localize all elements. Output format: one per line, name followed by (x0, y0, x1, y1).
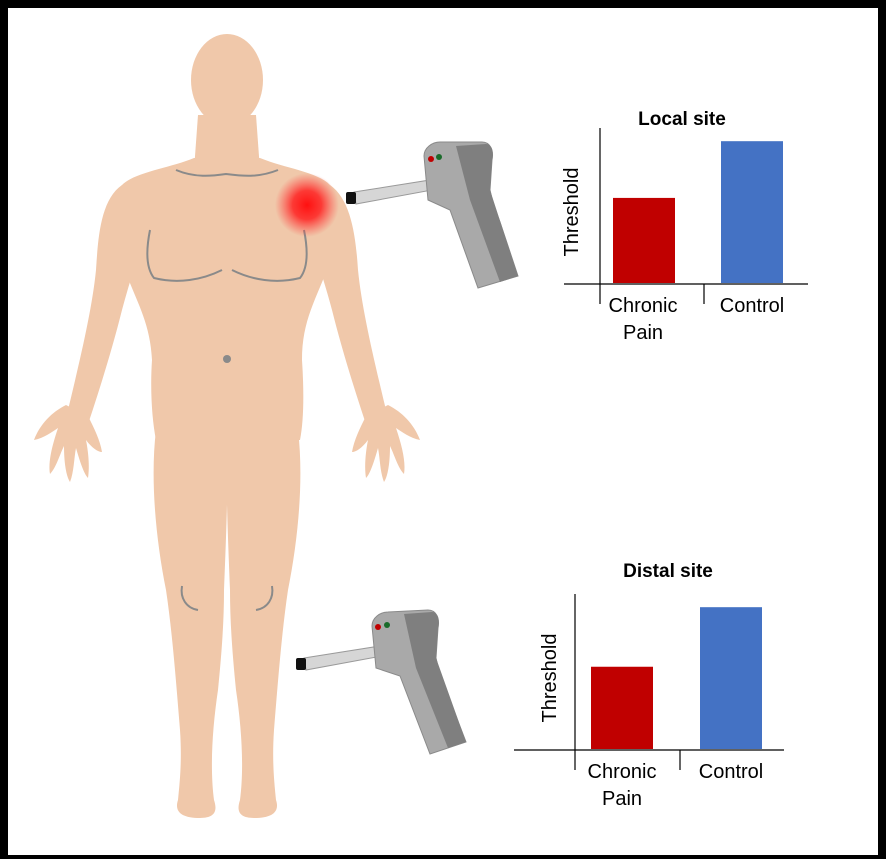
bar-chronic-pain (613, 198, 675, 283)
pain-spot-icon (275, 173, 339, 237)
x-tick-label: Pain (623, 322, 663, 344)
y-axis-label: Threshold (539, 634, 561, 723)
x-tick-label: Control (720, 295, 784, 317)
bar-control (700, 607, 762, 749)
bar-chronic-pain (591, 667, 653, 749)
x-tick-label: Chronic (588, 761, 657, 783)
chart-title: Distal site (623, 561, 713, 582)
x-tick-label: Chronic (609, 295, 678, 317)
human-body-icon (34, 34, 420, 818)
algometer-device-icon (296, 610, 466, 754)
algometer-device-icon (346, 142, 518, 288)
bar-control (721, 141, 783, 283)
x-tick-label: Control (699, 761, 763, 783)
chart-title: Local site (638, 109, 726, 130)
y-axis-label: Threshold (561, 168, 583, 257)
navel-icon (223, 355, 231, 363)
x-tick-label: Pain (602, 788, 642, 810)
